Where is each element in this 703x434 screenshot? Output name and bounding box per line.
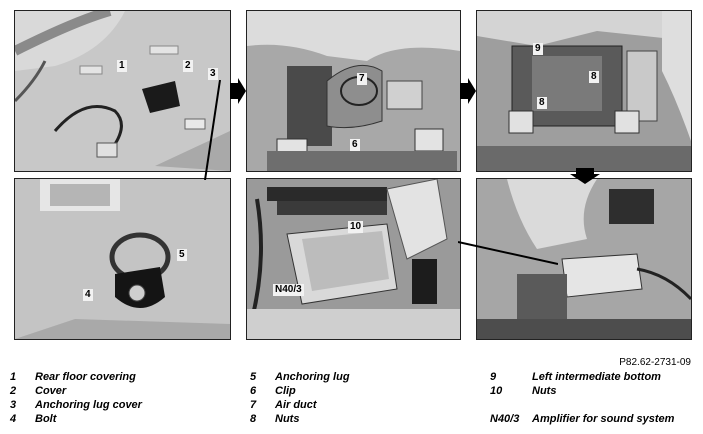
legend-num: 4 (10, 413, 17, 425)
legend-num: 1 (10, 371, 17, 383)
legend-num: 9 (490, 371, 497, 383)
legend-text: Air duct (275, 399, 317, 411)
arrow-right-2 (460, 78, 476, 104)
legend-text: Clip (275, 385, 296, 397)
arrow-right-1 (230, 78, 246, 104)
legend-text: Amplifier for sound system (532, 413, 675, 425)
figure-reference: P82.62-2731-09 (619, 357, 691, 368)
callout-3: 3 (208, 68, 218, 80)
legend-num: 8 (250, 413, 257, 425)
legend-text: Nuts (532, 385, 557, 397)
callout-10: 10 (348, 221, 364, 233)
legend-num: 7 (250, 399, 257, 411)
callout-8-lower: 8 (537, 97, 547, 109)
legend-text: Cover (35, 385, 67, 397)
legend-text: Anchoring lug (275, 371, 350, 383)
legend-num: 10 (490, 385, 503, 397)
callout-2: 2 (183, 60, 193, 72)
legend-num: 2 (10, 385, 17, 397)
leader-line-3 (204, 80, 221, 180)
legend-num: 5 (250, 371, 257, 383)
callout-4: 4 (83, 289, 93, 301)
legend-num: N40/3 (490, 413, 520, 425)
callout-5: 5 (177, 249, 187, 261)
photo-scene-4 (15, 179, 230, 339)
legend-num: 3 (10, 399, 17, 411)
legend-text: Rear floor covering (35, 371, 136, 383)
photo-scene-3 (477, 11, 691, 171)
legend-text: Anchoring lug cover (35, 399, 142, 411)
callout-8-upper: 8 (589, 71, 599, 83)
arrow-down (570, 168, 600, 184)
callout-N40-3: N40/3 (273, 284, 304, 296)
callout-9: 9 (533, 43, 543, 55)
photo-intermediate-bottom: 9 8 8 (476, 10, 692, 172)
legend-text: Bolt (35, 413, 57, 425)
photo-amplifier: 10 N40/3 (246, 178, 461, 340)
legend-num: 6 (250, 385, 257, 397)
callout-6: 6 (350, 139, 360, 151)
legend-text: Left intermediate bottom (532, 371, 661, 383)
photo-air-duct: 7 6 (246, 10, 461, 172)
leader-line-amplifier (458, 241, 558, 265)
photo-amplifier-installed (476, 178, 692, 340)
photo-scene-6 (477, 179, 691, 339)
callout-1: 1 (117, 60, 127, 72)
legend-text: Nuts (275, 413, 300, 425)
photo-anchoring-lug: 5 4 (14, 178, 231, 340)
callout-7: 7 (357, 73, 367, 85)
photo-scene-5 (247, 179, 460, 339)
